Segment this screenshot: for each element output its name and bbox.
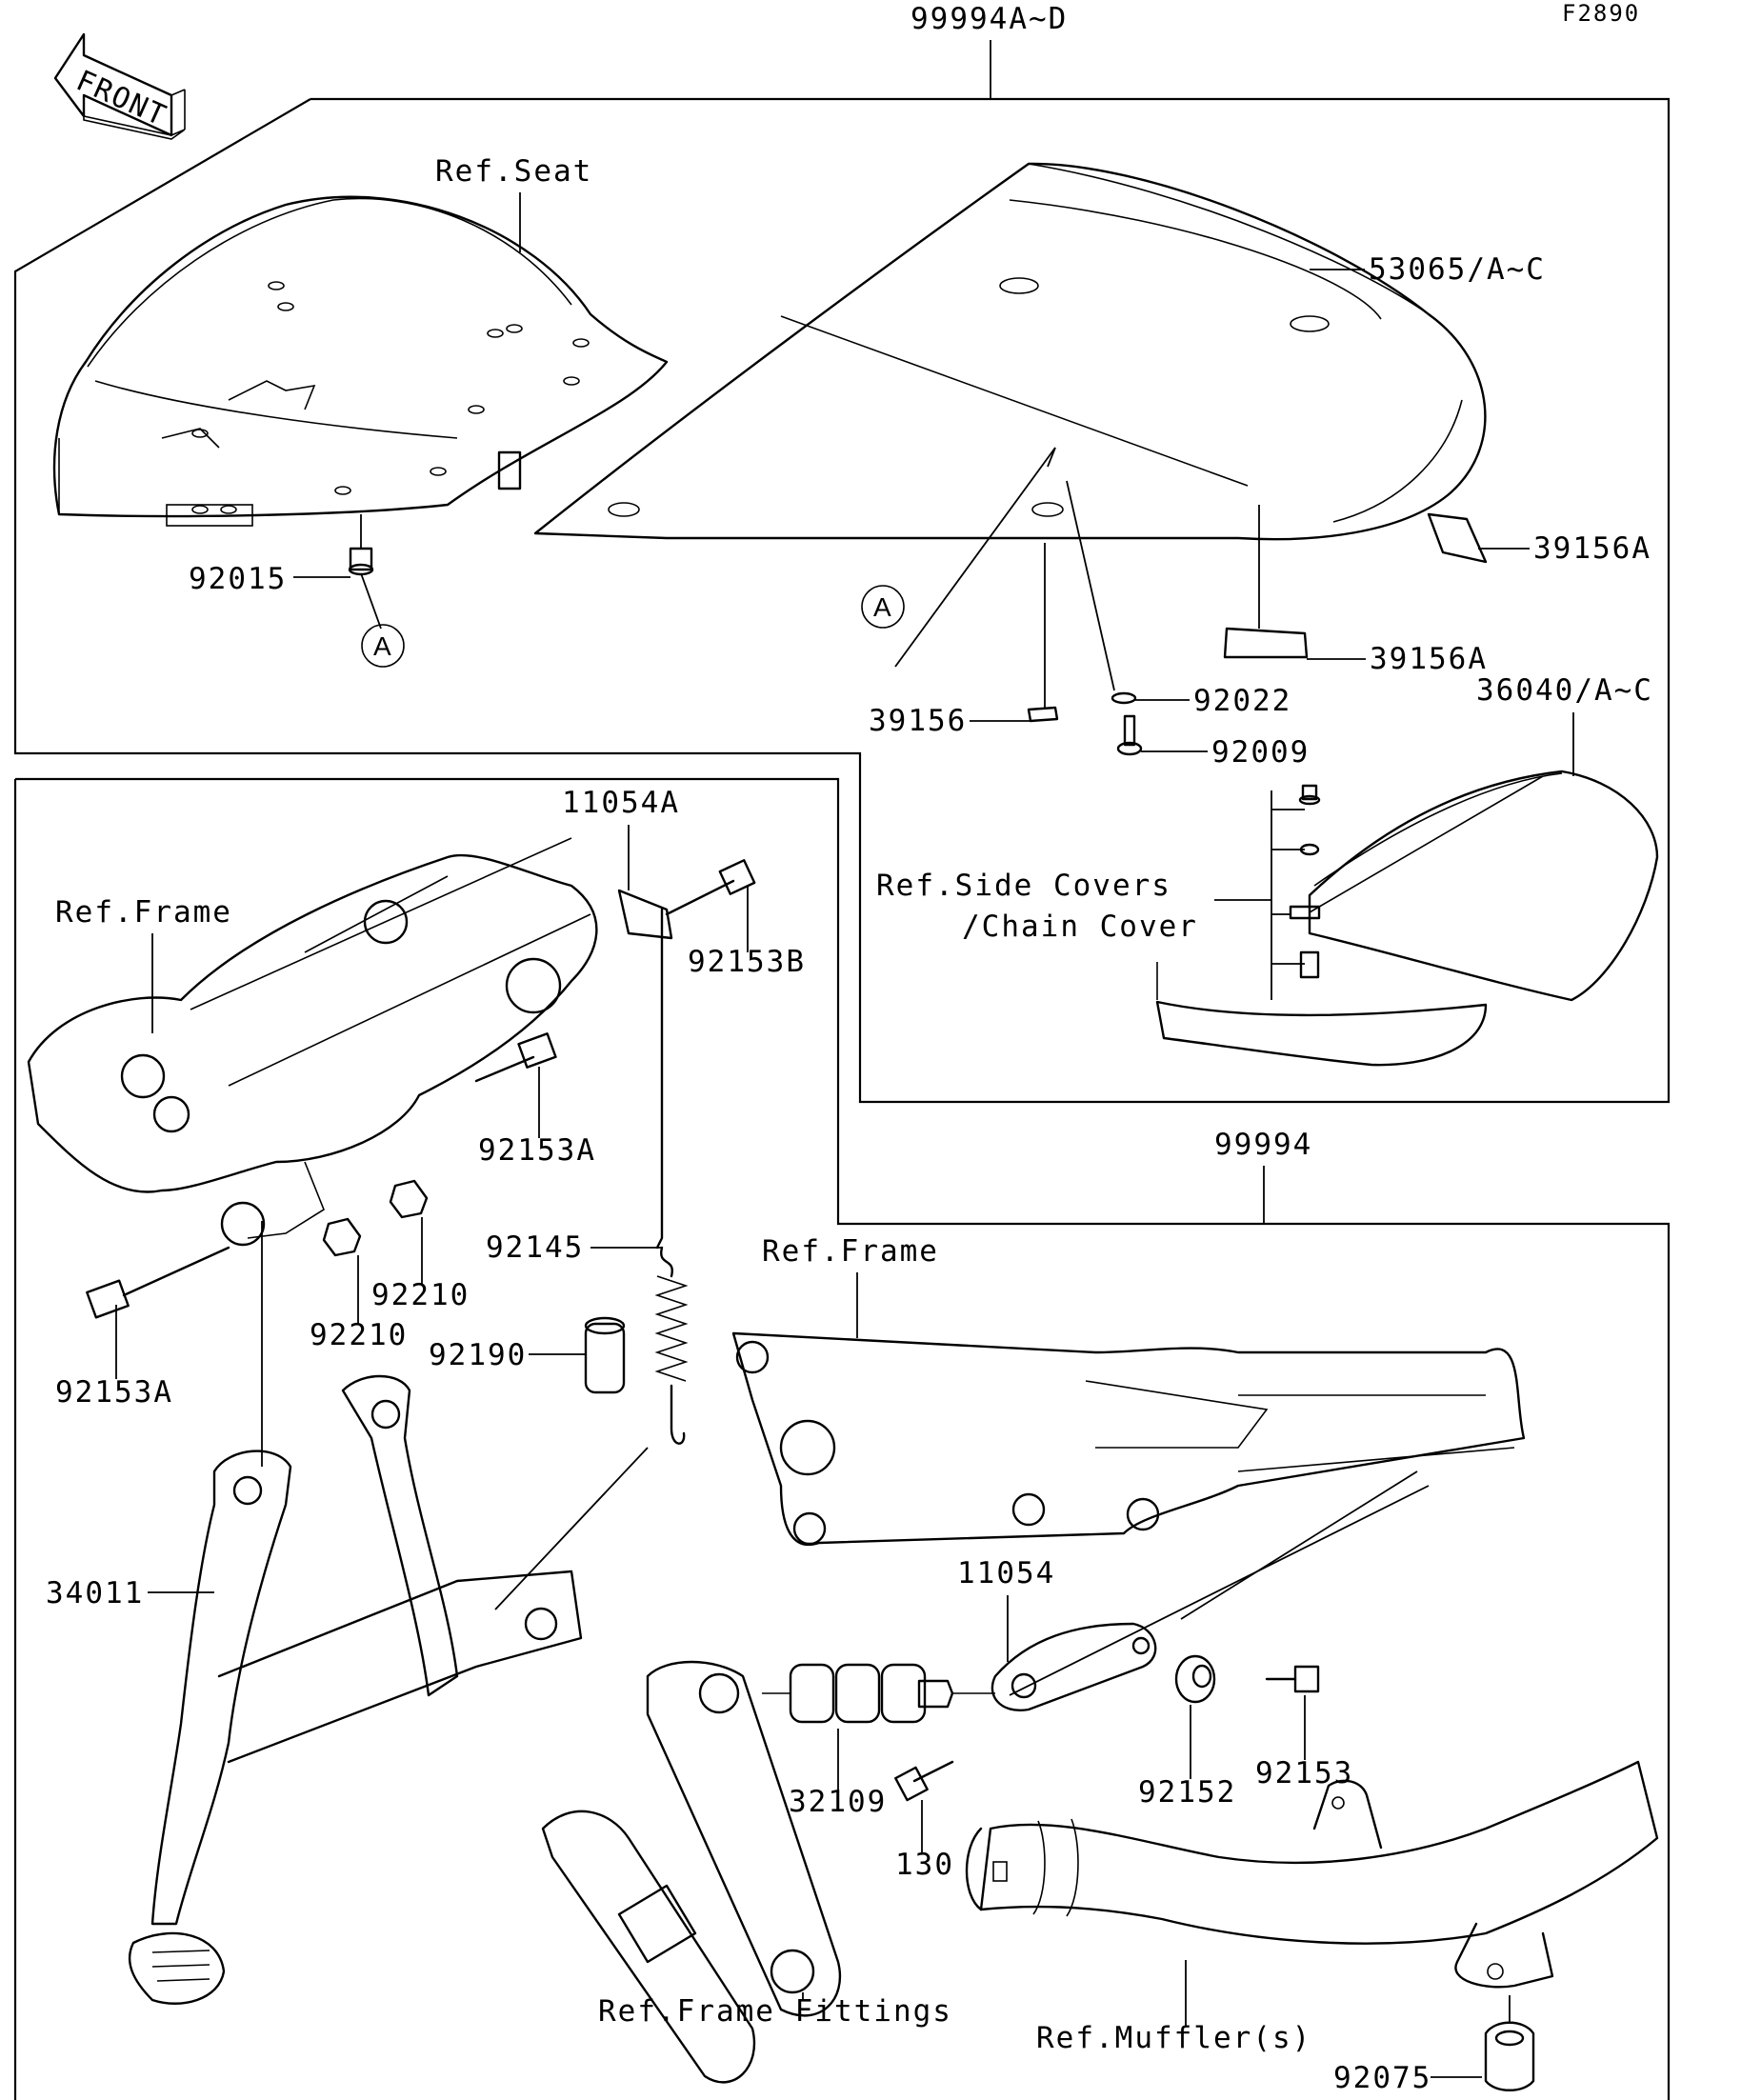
kit-boxes bbox=[13, 97, 1671, 2100]
label-ref-frame-lower: Ref.Frame bbox=[762, 1234, 939, 1269]
seat-kit-number: 99994A~D bbox=[911, 2, 1068, 36]
label-92075: 92075 bbox=[1333, 2061, 1431, 2095]
center-stand-drawing bbox=[128, 1221, 649, 2005]
label-39156: 39156 bbox=[869, 704, 967, 738]
label-11054: 11054 bbox=[957, 1556, 1055, 1590]
frame-drawing bbox=[27, 837, 756, 1319]
label-92009: 92009 bbox=[1211, 735, 1310, 770]
label-39156A-lower: 39156A bbox=[1370, 642, 1488, 676]
label-32109: 32109 bbox=[789, 1785, 887, 1819]
label-92152: 92152 bbox=[1138, 1775, 1236, 1810]
label-36040: 36040/A~C bbox=[1476, 673, 1653, 708]
label-11054A: 11054A bbox=[562, 786, 680, 820]
side-cover-drawing bbox=[1155, 770, 1659, 1067]
label-92153A-upper: 92153A bbox=[478, 1133, 596, 1168]
spring-drawing bbox=[584, 908, 689, 1445]
label-92015: 92015 bbox=[189, 562, 287, 596]
label-ref-chain-cover: /Chain Cover bbox=[962, 910, 1198, 944]
marker-a-left: A bbox=[373, 631, 391, 661]
label-130: 130 bbox=[895, 1848, 954, 1882]
label-ref-mufflers: Ref.Muffler(s) bbox=[1036, 2021, 1311, 2055]
seat-kit-box bbox=[13, 97, 1671, 1104]
front-arrow: FRONT bbox=[53, 32, 186, 140]
label-92153B: 92153B bbox=[688, 945, 806, 979]
label-53065: 53065/A~C bbox=[1369, 252, 1546, 287]
stand-kit-box bbox=[15, 777, 1671, 2100]
marker-a-right: A bbox=[873, 592, 891, 622]
label-34011: 34011 bbox=[46, 1576, 144, 1610]
label-92153A-lower: 92153A bbox=[55, 1375, 173, 1410]
label-92022: 92022 bbox=[1193, 684, 1291, 718]
label-92153: 92153 bbox=[1255, 1756, 1353, 1790]
label-ref-seat: Ref.Seat bbox=[435, 154, 592, 189]
label-92145: 92145 bbox=[486, 1230, 584, 1265]
stand-kit-number: 99994 bbox=[1214, 1128, 1312, 1162]
label-ref-frame-upper: Ref.Frame bbox=[55, 895, 232, 930]
seat-cowl-drawing bbox=[533, 162, 1488, 756]
front-arrow-label: FRONT bbox=[71, 64, 172, 133]
label-ref-side-covers: Ref.Side Covers bbox=[876, 869, 1171, 903]
muffler-drawing bbox=[965, 1760, 1659, 2091]
label-39156A-upper: 39156A bbox=[1533, 531, 1651, 566]
figure-code: F2890 bbox=[1562, 0, 1640, 27]
rear-frame-drawing bbox=[731, 1331, 1526, 1696]
label-ref-frame-fittings: Ref.Frame Fittings bbox=[598, 1994, 952, 2029]
label-92210-right: 92210 bbox=[371, 1278, 470, 1312]
original-seat-drawing bbox=[52, 195, 669, 630]
footpeg-drawing bbox=[541, 1622, 1320, 2084]
label-92190: 92190 bbox=[429, 1338, 527, 1372]
